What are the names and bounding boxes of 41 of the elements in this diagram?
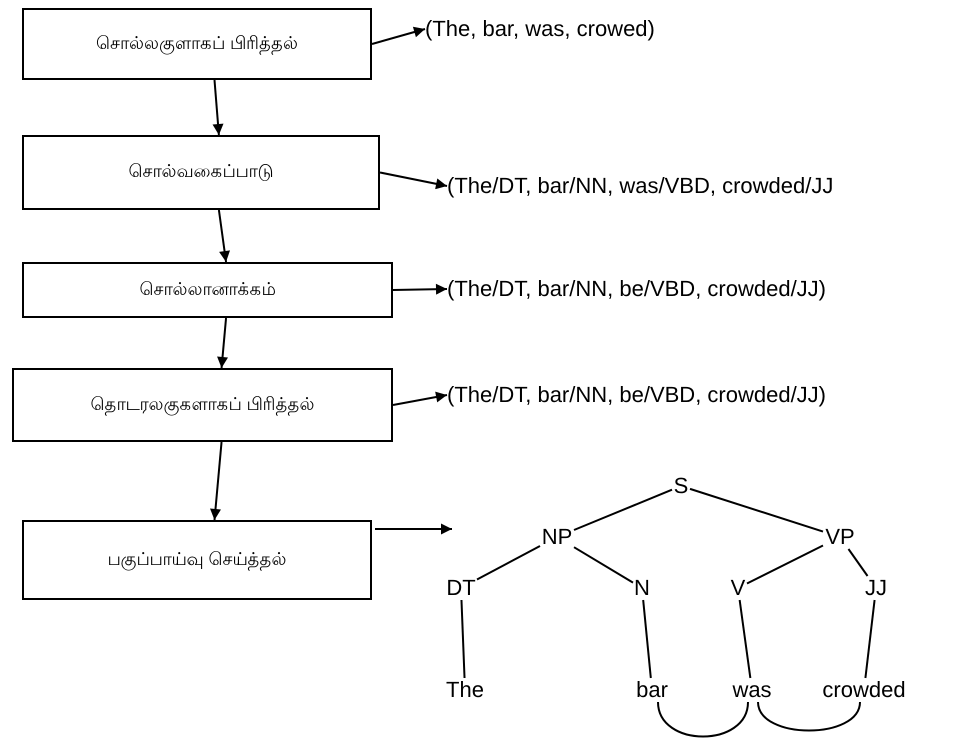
tree-label: crowded bbox=[811, 678, 917, 702]
connector-line bbox=[657, 702, 749, 738]
process-box: தொடரலகுகளாகப் பிரித்தல் bbox=[12, 368, 393, 442]
process-box: பகுப்பாய்வு செய்த்தல் bbox=[22, 520, 372, 600]
tree-label: NP bbox=[540, 525, 574, 549]
process-box: சொல்லகுளாகப் பிரித்தல் bbox=[22, 8, 372, 80]
connector-line bbox=[848, 548, 868, 577]
connector-line bbox=[690, 488, 824, 532]
output-text: (The/DT, bar/NN, be/VBD, crowded/JJ) bbox=[447, 380, 957, 410]
process-box: சொல்லானாக்கம் bbox=[22, 262, 393, 318]
connector-line bbox=[573, 546, 634, 584]
output-text: (The/DT, bar/NN, be/VBD, crowded/JJ) bbox=[447, 274, 957, 304]
arrow bbox=[217, 318, 228, 368]
connector-line bbox=[738, 600, 752, 678]
arrow bbox=[372, 26, 426, 45]
tree-label: N bbox=[633, 576, 651, 600]
connector-line bbox=[864, 600, 876, 678]
tree-label: The bbox=[441, 678, 489, 702]
output-text: (The/DT, bar/NN, was/VBD, crowded/JJ bbox=[447, 171, 957, 201]
process-box: சொல்வகைப்பாடு bbox=[22, 135, 380, 210]
arrow bbox=[212, 80, 224, 136]
arrow bbox=[392, 392, 448, 406]
connector-line bbox=[574, 488, 672, 531]
tree-label: JJ bbox=[865, 576, 887, 600]
tree-label: VP bbox=[823, 525, 857, 549]
tree-label: was bbox=[727, 678, 777, 702]
connector-line bbox=[476, 545, 540, 580]
connector-line bbox=[460, 600, 466, 678]
arrow bbox=[380, 172, 448, 190]
connector-line bbox=[757, 702, 861, 732]
arrow bbox=[392, 284, 448, 295]
arrow bbox=[218, 210, 230, 262]
tree-label: V bbox=[729, 576, 747, 600]
connector-line bbox=[642, 600, 652, 678]
tree-label: S bbox=[672, 474, 690, 498]
tree-label: DT bbox=[445, 576, 477, 600]
arrow bbox=[375, 524, 452, 534]
output-text: (The, bar, was, crowed) bbox=[425, 14, 785, 44]
tree-label: bar bbox=[630, 678, 674, 702]
connector-line bbox=[746, 544, 824, 584]
arrow bbox=[210, 442, 223, 520]
